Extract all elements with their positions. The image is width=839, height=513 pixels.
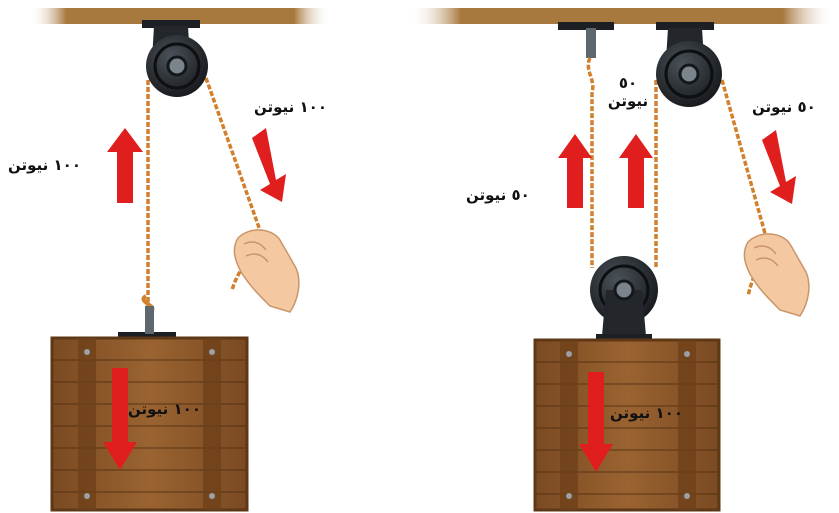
left-load-arrow	[103, 368, 137, 470]
left-pulley-mount	[142, 20, 200, 28]
right-movable-pulley-axle	[613, 279, 635, 301]
right-rope-anchor-hook	[586, 28, 596, 58]
right-rope-anchor-plate	[558, 22, 614, 30]
right-anchor-rope	[586, 57, 595, 268]
right-hand	[743, 233, 810, 317]
left-crate	[50, 306, 249, 512]
right-anchor-rope-force-unit: نيوتن	[607, 92, 649, 110]
right-anchor-rope-force-label: ٥٠ نيوتن	[598, 74, 658, 110]
right-crate-plate	[596, 334, 652, 342]
left-load-force-label: ١٠٠ نيوتن	[128, 400, 201, 418]
right-pulley-system	[410, 8, 834, 512]
left-crate-hook	[145, 306, 154, 334]
right-anchor-rope-force-value: ٥٠	[618, 74, 638, 92]
left-pulley-system	[30, 8, 330, 512]
left-crate-hook-plate	[118, 332, 176, 340]
right-load-force-label: ١٠٠ نيوتن	[610, 404, 683, 422]
left-pulley-groove	[153, 42, 201, 90]
left-pull-force-label: ١٠٠ نيوتن	[254, 98, 327, 116]
right-lift-arrow-left	[558, 134, 592, 208]
right-pull-rope	[720, 79, 770, 245]
right-movable-pulley-bracket	[602, 290, 646, 336]
right-ceiling	[410, 8, 834, 24]
right-fixed-pulley-mount	[656, 22, 714, 30]
right-fixed-pulley-groove	[664, 49, 714, 99]
right-load-arrow	[579, 372, 613, 472]
left-up-arrow	[107, 128, 143, 203]
left-ceiling-rope-force-label: ١٠٠ نيوتن	[8, 156, 81, 174]
right-lift-arrow-right	[619, 134, 653, 208]
right-fixed-pulley-axle	[678, 63, 700, 85]
left-pulley-axle	[166, 55, 188, 77]
right-lift-force-label: ٥٠ نيوتن	[466, 186, 530, 204]
right-crate	[533, 334, 721, 512]
left-hand	[233, 229, 300, 313]
left-ceiling	[30, 8, 330, 24]
right-pull-arrow	[762, 130, 796, 204]
left-pull-arrow	[252, 128, 286, 202]
right-pull-force-label: ٥٠ نيوتن	[752, 98, 816, 116]
